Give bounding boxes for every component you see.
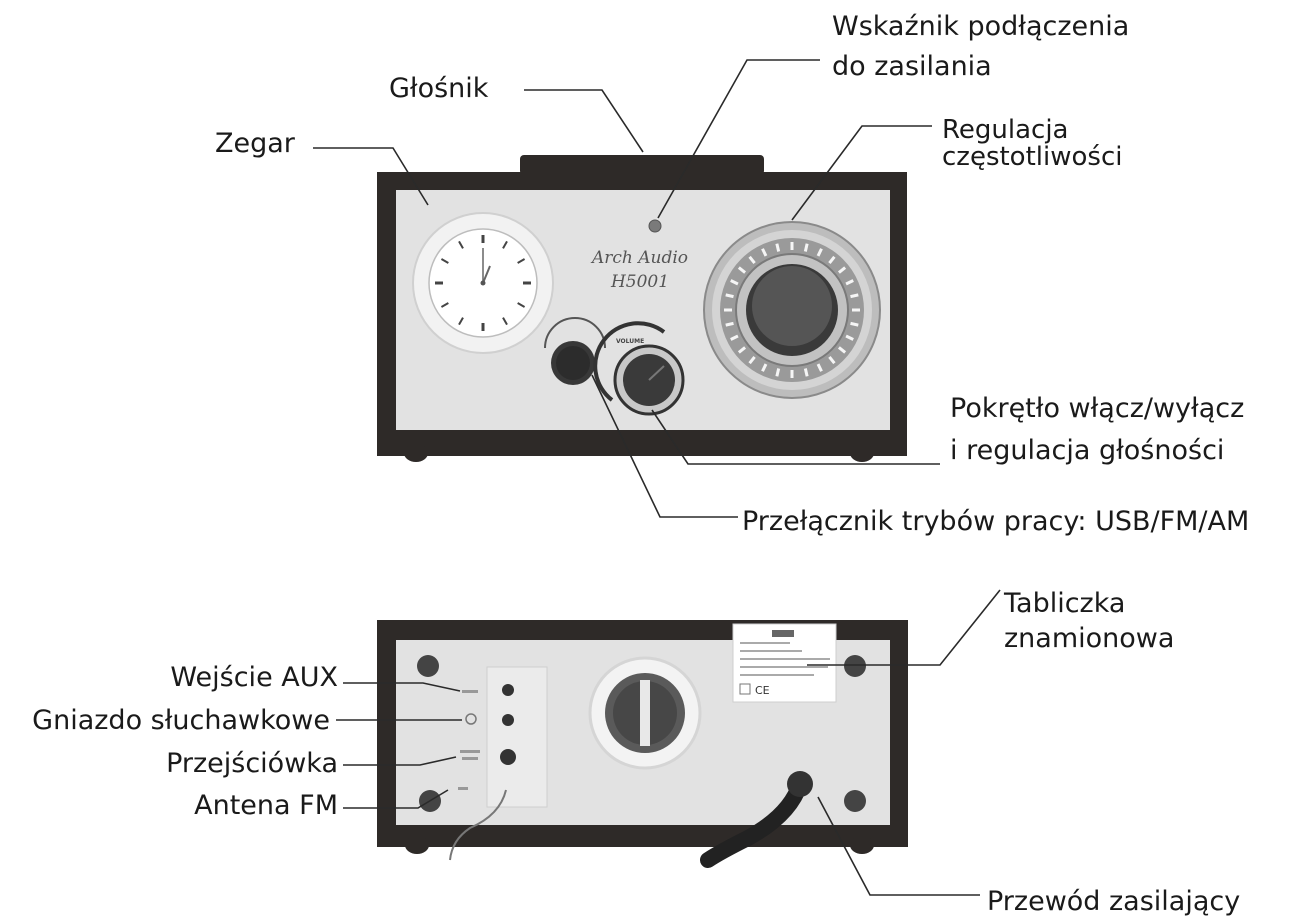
clock	[412, 212, 554, 354]
headphone-icon	[465, 713, 477, 725]
label-power-indicator-1: Wskaźnik podłączenia	[832, 11, 1129, 42]
volume-knob-label: VOLUME	[616, 338, 644, 345]
clock-tick	[517, 302, 526, 308]
dial-mark	[730, 334, 739, 341]
label-rating-plate-2: znamionowa	[1004, 623, 1174, 654]
clock-tick	[502, 317, 508, 326]
screw-top-right	[844, 655, 866, 677]
mode-switch-knob	[544, 317, 606, 385]
dial-mark	[816, 248, 823, 257]
label-volume-1: Pokrętło włącz/wyłącz	[950, 393, 1244, 424]
leader-power-indicator	[657, 59, 820, 219]
speaker-grille	[520, 155, 764, 175]
power-indicator-led	[648, 219, 662, 233]
bass-port	[588, 656, 702, 770]
dial-mark	[775, 368, 781, 377]
brand-model: H5001	[610, 272, 669, 292]
dial-mark	[837, 266, 847, 274]
label-frequency-1: Regulacja	[942, 115, 1068, 145]
clock-tick	[458, 317, 464, 326]
power-cord	[700, 776, 808, 868]
dial-mark	[748, 255, 756, 265]
leader-speaker	[524, 89, 644, 153]
antenna-marking	[458, 787, 468, 790]
label-frequency-2: częstotliwości	[942, 142, 1122, 172]
label-power-indicator-2: do zasilania	[832, 51, 992, 82]
dial-mark	[790, 242, 794, 250]
rating-plate: CE	[732, 623, 837, 703]
rear-foot-right	[850, 836, 874, 854]
dial-mark	[803, 368, 809, 377]
dial-mark	[845, 279, 854, 286]
dial-mark	[803, 243, 809, 252]
front-foot-left	[404, 444, 428, 462]
front-view: Arch Audio H5001 VOLUME	[377, 155, 907, 462]
leader-adapter	[343, 756, 457, 766]
power-cord-grommet	[787, 771, 813, 797]
dial-mark	[816, 363, 823, 372]
front-foot-right	[850, 444, 874, 462]
dial-mark	[748, 355, 756, 365]
dial-mark	[828, 255, 836, 265]
dial-mark	[725, 321, 734, 327]
label-clock: Zegar	[215, 128, 296, 159]
clock-tick	[440, 302, 449, 308]
label-power-cord: Przewód zasilający	[987, 886, 1240, 917]
leader-frequency	[791, 125, 932, 221]
rear-foot-left	[405, 836, 429, 854]
clock-tick	[458, 240, 464, 249]
dial-mark	[828, 355, 836, 365]
label-speaker: Głośnik	[389, 73, 489, 104]
rear-view: CE	[377, 620, 908, 868]
dial-mark	[730, 279, 739, 286]
adapter-jack	[500, 749, 516, 765]
dial-mark	[761, 248, 768, 257]
headphone-jack	[502, 714, 514, 726]
connector-plate	[486, 666, 548, 808]
label-headphone-jack: Gniazdo słuchawkowe	[32, 705, 330, 736]
frequency-dial	[703, 221, 881, 399]
leader-mode-switch	[591, 374, 738, 518]
leader-power-cord	[817, 796, 980, 896]
aux-marking	[462, 690, 478, 693]
screw-top-left	[417, 655, 439, 677]
dial-mark	[725, 293, 734, 299]
aux-jack	[502, 684, 514, 696]
clock-tick	[440, 258, 449, 264]
clock-tick	[502, 240, 508, 249]
dial-mark	[845, 334, 854, 341]
adapter-marking-2	[462, 757, 478, 760]
label-fm-antenna: Antena FM	[194, 790, 338, 821]
label-rating-plate-1: Tabliczka	[1003, 588, 1125, 619]
label-volume-2: i regulacja głośności	[950, 435, 1224, 466]
dial-mark	[737, 266, 747, 274]
screw-bottom-right	[844, 790, 866, 812]
leader-clock	[313, 147, 429, 206]
dial-mark	[850, 321, 859, 327]
rating-plate-ce: CE	[755, 684, 770, 697]
dial-mark	[724, 308, 732, 312]
dial-mark	[775, 243, 781, 252]
leader-volume	[651, 409, 940, 465]
dial-mark	[737, 346, 747, 354]
label-adapter: Przejściówka	[166, 748, 338, 779]
adapter-marking	[460, 750, 480, 753]
dial-mark	[761, 363, 768, 372]
leader-fm-antenna	[343, 789, 449, 809]
fm-antenna-wire	[449, 789, 507, 861]
dial-mark	[790, 370, 794, 378]
dial-mark	[837, 346, 847, 354]
leader-rating-plate	[807, 589, 1001, 666]
label-aux-input: Wejście AUX	[170, 662, 338, 693]
clock-tick	[517, 258, 526, 264]
volume-knob: VOLUME	[593, 321, 685, 416]
brand-name: Arch Audio	[590, 248, 688, 268]
label-mode-switch: Przełącznik trybów pracy: USB/FM/AM	[742, 506, 1249, 537]
leader-aux-input	[343, 682, 461, 692]
dial-mark	[850, 293, 859, 299]
dial-mark	[852, 308, 860, 312]
